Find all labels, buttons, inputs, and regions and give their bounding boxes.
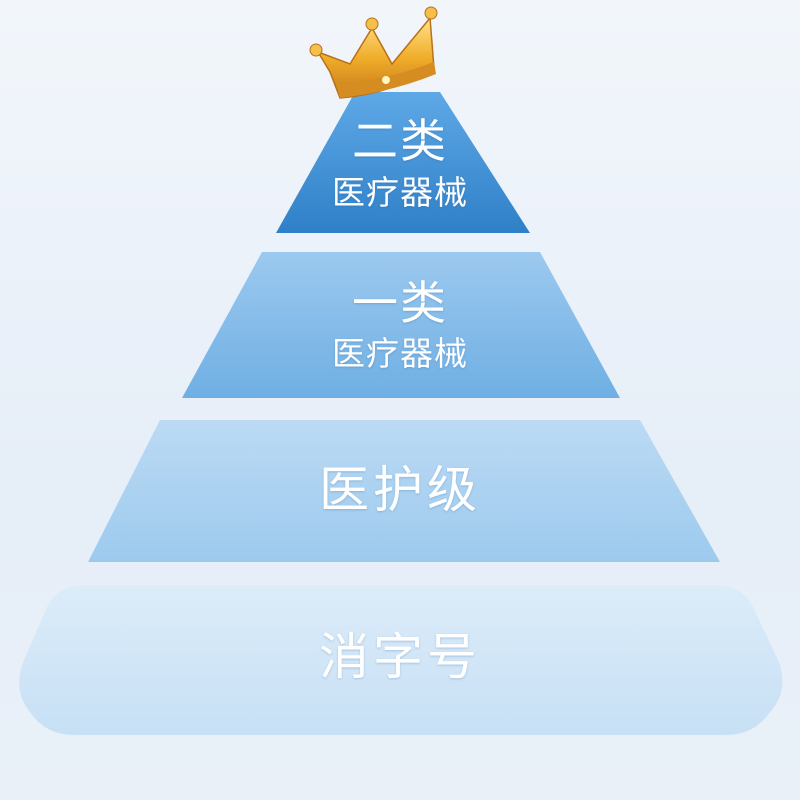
tier-4-shape: [19, 585, 783, 735]
tier-4-title: 消字号: [319, 628, 481, 686]
tier-2-subtitle: 医疗器械: [332, 334, 468, 373]
tier-1-shape: [276, 92, 530, 233]
tier-1-title: 二类: [352, 114, 448, 168]
tier-1-subtitle: 医疗器械: [332, 173, 468, 212]
crown-icon: [309, 6, 438, 99]
tier-3-shape: [88, 420, 720, 562]
tier-2-shape: [182, 252, 620, 398]
tier-2-title: 一类: [352, 276, 448, 330]
tier-3-title: 医护级: [319, 461, 481, 519]
